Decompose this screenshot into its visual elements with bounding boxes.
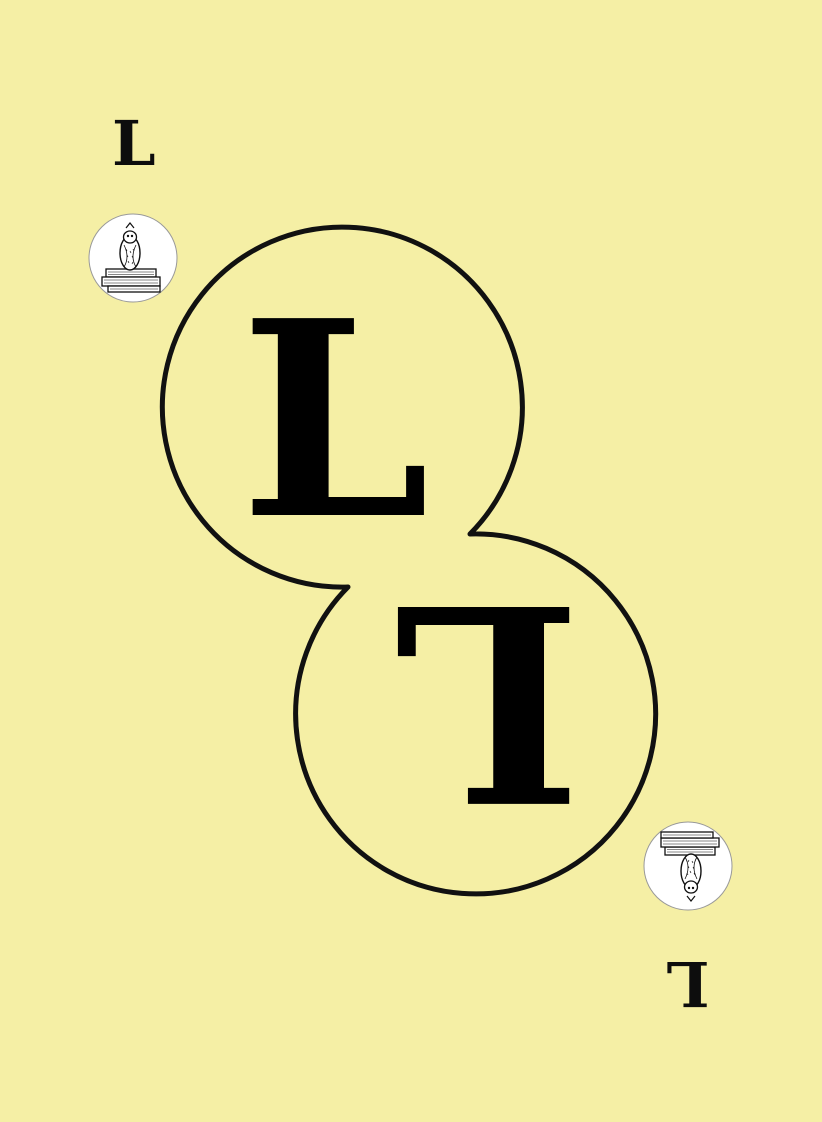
main-letter-bottom: L [392, 543, 582, 861]
owl-on-books-icon [88, 213, 178, 303]
owl-on-books-icon [643, 821, 733, 911]
corner-letter-bottom: L [666, 947, 710, 1020]
corner-letter-top: L [112, 107, 156, 180]
main-letter-top: L [240, 261, 430, 579]
